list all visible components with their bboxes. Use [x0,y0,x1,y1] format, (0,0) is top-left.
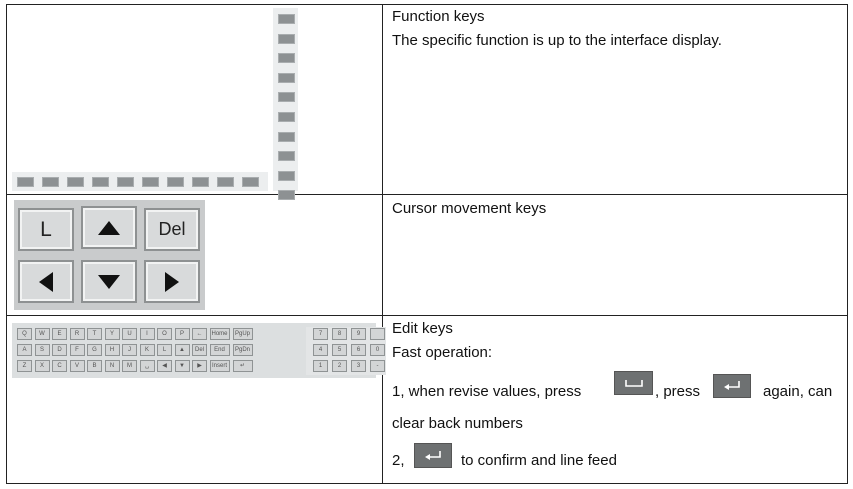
function-key-right-7 [278,131,295,142]
keyboard-key: F [69,344,85,356]
keyboard-key: A [17,344,32,356]
cursor-keypad-image: L Del [14,200,205,310]
function-key-bottom-7 [167,177,184,187]
row-divider-1 [6,194,848,195]
keyboard-key: W [34,328,50,340]
key-left-arrow-icon [18,260,74,303]
numpad-key: 8 [332,328,347,340]
keyboard-key: End [209,344,230,356]
keyboard-key: ↵ [232,360,253,372]
numpad-key: 2 [332,360,347,372]
keyboard-key: ▲ [174,344,190,356]
step1-text-c: again, can [763,383,833,400]
function-key-right-2 [278,33,295,44]
function-key-bottom-9 [217,177,234,187]
function-key-bottom-5 [117,177,134,187]
function-key-bottom-3 [67,177,84,187]
keyboard-key: ␣ [139,360,155,372]
keyboard-key: ▶ [192,360,207,372]
enter-key-icon [713,374,751,398]
keyboard-key: U [122,328,137,340]
step1-text-b: , press [655,383,701,400]
function-key-bottom-8 [192,177,209,187]
edit-keys-title: Edit keys [392,320,453,337]
keyboard-key: S [34,344,50,356]
key-del: Del [144,208,200,251]
fast-operation-label: Fast operation: [392,344,493,361]
numpad-key: 1 [313,360,328,372]
keyboard-key: X [34,360,50,372]
numpad-key: - [370,360,385,372]
keyboard-key: Z [17,360,32,372]
function-key-right-6 [278,112,295,122]
keyboard-key: Insert [209,360,230,372]
column-divider [382,4,383,484]
keyboard-key: T [87,328,102,340]
key-down-arrow-icon [81,260,137,303]
step1-text-d: clear back numbers [392,415,523,432]
keyboard-key: J [122,344,137,356]
keyboard-key: P [174,328,190,340]
numpad-key: 0 [370,344,385,356]
numpad-key: 5 [332,344,347,356]
step2-text-a: 2, [392,452,405,469]
keyboard-key: M [122,360,137,372]
function-key-bottom-6 [142,177,159,187]
key-up-arrow-icon [81,206,137,249]
numpad-key: 4 [313,344,328,356]
numpad-key: 9 [351,328,366,340]
keyboard-key: V [69,360,85,372]
function-key-right-8 [278,151,295,162]
function-key-right-9 [278,170,295,181]
table-frame [6,4,848,484]
keyboard-key: ▼ [174,360,190,372]
numpad-key [370,328,385,340]
keyboard-key: I [139,328,155,340]
row-divider-2 [6,315,848,316]
function-keys-description: The specific function is up to the inter… [392,32,722,49]
function-key-bottom-4 [92,177,109,187]
keyboard-key: Y [104,328,120,340]
step2-text-b: to confirm and line feed [461,452,617,469]
keyboard-key: N [104,360,120,372]
numpad-key: 6 [351,344,366,356]
enter-key-icon-2 [414,443,452,468]
function-key-right-1 [278,14,295,24]
numpad-key: 7 [313,328,328,340]
function-key-right-4 [278,72,295,83]
keyboard-key: Home [209,328,230,340]
keyboard-key: L [157,344,172,356]
keyboard-key: ◀ [157,360,172,372]
keyboard-key: Del [192,344,207,356]
keyboard-key: E [52,328,67,340]
function-key-right-10 [278,190,295,201]
key-right-arrow-icon [144,260,200,303]
function-key-right-5 [278,92,295,103]
keyboard-key: K [139,344,155,356]
keyboard-key: Q [17,328,32,340]
keyboard-key: B [87,360,102,372]
numpad-key: 3 [351,360,366,372]
function-keys-title: Function keys [392,8,485,25]
cursor-keys-title: Cursor movement keys [392,200,547,217]
function-key-bottom-2 [42,177,59,187]
keyboard-key: PgUp [232,328,253,340]
function-key-bottom-10 [242,177,259,187]
keyboard-key: R [69,328,85,340]
keyboard-key: O [157,328,172,340]
keyboard-key: D [52,344,67,356]
key-l: L [18,208,74,251]
keyboard-key: H [104,344,120,356]
space-key-icon [614,371,653,395]
step1-text-a: 1, when revise values, press [392,383,582,400]
keyboard-key: C [52,360,67,372]
keyboard-key: G [87,344,102,356]
keyboard-key: ← [192,328,207,340]
keyboard-key: PgDn [232,344,253,356]
function-key-right-3 [278,53,295,64]
function-key-bottom-1 [17,177,34,187]
